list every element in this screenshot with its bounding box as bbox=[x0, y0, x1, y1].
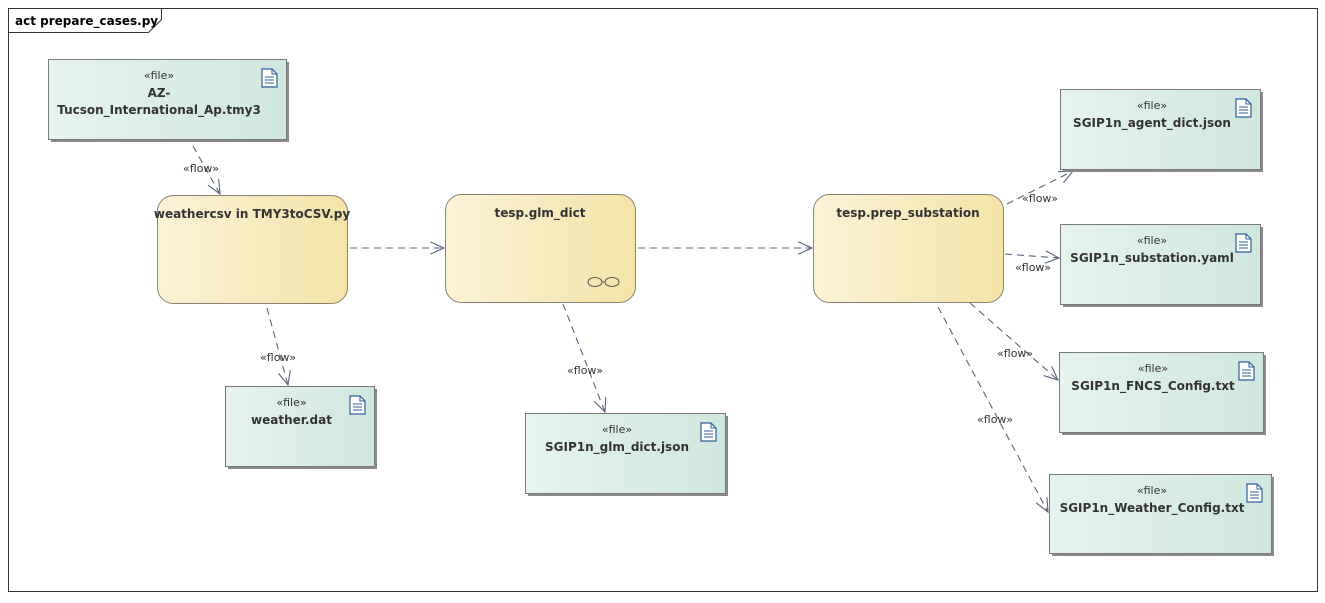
document-icon bbox=[1235, 98, 1252, 118]
document-icon bbox=[1246, 483, 1263, 503]
file-name: SGIP1n_glm_dict.json bbox=[545, 440, 689, 455]
file-name: Tucson_International_Ap.tmy3 bbox=[57, 103, 261, 118]
file-node-substation_yaml[interactable]: «file» SGIP1n_substation.yaml bbox=[1060, 224, 1264, 308]
arrowhead-icon bbox=[1035, 496, 1049, 514]
flow-line bbox=[562, 303, 606, 413]
flow-line bbox=[1004, 253, 1060, 259]
activity-node-prep_substation[interactable]: tesp.prep_substation bbox=[813, 194, 1004, 303]
flow-edge-glm_dict-to-prep_substation[interactable] bbox=[638, 241, 814, 255]
file-node-fncs_config[interactable]: «file» SGIP1n_FNCS_Config.txt bbox=[1059, 352, 1267, 436]
file-box bbox=[1060, 224, 1261, 305]
arrowhead-icon bbox=[278, 370, 291, 387]
arrowhead-icon bbox=[798, 241, 814, 255]
flow-edge-weathercsv-to-glm_dict[interactable] bbox=[350, 241, 446, 255]
activity-node-weathercsv[interactable]: weathercsv in TMY3toCSV.py bbox=[154, 195, 350, 304]
activity-box bbox=[157, 195, 348, 304]
arrowhead-icon bbox=[593, 396, 607, 414]
file-box bbox=[48, 59, 287, 140]
activity-label: tesp.glm_dict bbox=[495, 206, 586, 221]
flow-line bbox=[937, 306, 1049, 513]
file-node-tmy3[interactable]: «file» AZ- Tucson_International_Ap.tmy3 bbox=[48, 59, 290, 143]
flow-line bbox=[266, 307, 289, 386]
activity-box bbox=[445, 194, 636, 303]
flow-edge-prep_substation-to-fncs_config[interactable] bbox=[969, 302, 1060, 381]
flow-label: «flow» bbox=[1022, 192, 1058, 205]
flow-edge-prep_substation-to-substation_yaml[interactable] bbox=[1004, 250, 1061, 264]
document-icon bbox=[1238, 361, 1255, 381]
flow-label: «flow» bbox=[567, 364, 603, 377]
activity-box bbox=[813, 194, 1004, 303]
arrowhead-icon bbox=[1044, 250, 1061, 264]
file-name: SGIP1n_substation.yaml bbox=[1070, 251, 1234, 266]
document-icon bbox=[1235, 233, 1252, 253]
flow-edge-glm_dict-to-glm_dict_json[interactable] bbox=[562, 303, 607, 414]
file-box bbox=[525, 413, 726, 494]
flow-edge-tmy3-to-weathercsv[interactable] bbox=[192, 145, 221, 196]
file-box bbox=[1059, 352, 1264, 433]
file-name: AZ- bbox=[148, 86, 171, 100]
file-name: SGIP1n_agent_dict.json bbox=[1073, 116, 1231, 131]
frame-tab bbox=[8, 8, 162, 33]
file-stereotype: «file» bbox=[602, 423, 632, 436]
flow-label: «flow» bbox=[183, 162, 219, 175]
file-stereotype: «file» bbox=[1137, 484, 1167, 497]
arrowhead-icon bbox=[430, 241, 446, 255]
flow-label: «flow» bbox=[977, 413, 1013, 426]
activity-label: weathercsv in TMY3toCSV.py bbox=[154, 207, 350, 221]
edges bbox=[192, 145, 1075, 514]
file-stereotype: «file» bbox=[1137, 234, 1167, 247]
flow-label: «flow» bbox=[997, 347, 1033, 360]
arrowhead-icon bbox=[207, 179, 221, 196]
call-behavior-icon bbox=[587, 277, 620, 287]
file-stereotype: «file» bbox=[144, 69, 174, 82]
flow-label: «flow» bbox=[260, 351, 296, 364]
flow-line bbox=[192, 145, 221, 195]
file-box bbox=[1060, 89, 1261, 170]
flow-line bbox=[969, 302, 1059, 381]
file-stereotype: «file» bbox=[1137, 99, 1167, 112]
file-node-glm_dict_json[interactable]: «file» SGIP1n_glm_dict.json bbox=[525, 413, 729, 497]
frame-title: act prepare_cases.py bbox=[15, 14, 158, 29]
file-name: SGIP1n_FNCS_Config.txt bbox=[1071, 379, 1235, 394]
flow-edge-prep_substation-to-weather_config[interactable] bbox=[937, 306, 1049, 514]
file-name: weather.dat bbox=[251, 413, 332, 427]
file-stereotype: «file» bbox=[1138, 362, 1168, 375]
file-box bbox=[1049, 474, 1272, 554]
file-node-weather_dat[interactable]: «file» weather.dat bbox=[225, 386, 378, 470]
file-stereotype: «file» bbox=[276, 396, 306, 409]
nodes: «file»AZ-Tucson_International_Ap.tmy3«fi… bbox=[48, 59, 1275, 557]
file-name: SGIP1n_Weather_Config.txt bbox=[1060, 501, 1245, 516]
edge-labels: «flow» «flow» «flow» «flow» «flow» «flow» «flo… bbox=[183, 162, 1058, 426]
document-icon bbox=[349, 395, 366, 415]
flow-line bbox=[1006, 170, 1074, 205]
flow-edge-weathercsv-to-weather_dat[interactable] bbox=[266, 307, 291, 387]
file-node-agent_dict[interactable]: «file» SGIP1n_agent_dict.json bbox=[1060, 89, 1264, 173]
activity-label: tesp.prep_substation bbox=[836, 206, 979, 221]
activity-node-glm_dict[interactable]: tesp.glm_dict bbox=[445, 194, 636, 303]
file-node-weather_config[interactable]: «file» SGIP1n_Weather_Config.txt bbox=[1049, 474, 1275, 557]
document-icon bbox=[261, 68, 278, 88]
arrowhead-icon bbox=[1043, 366, 1060, 381]
document-icon bbox=[700, 422, 717, 442]
flow-label: «flow» bbox=[1015, 261, 1051, 274]
